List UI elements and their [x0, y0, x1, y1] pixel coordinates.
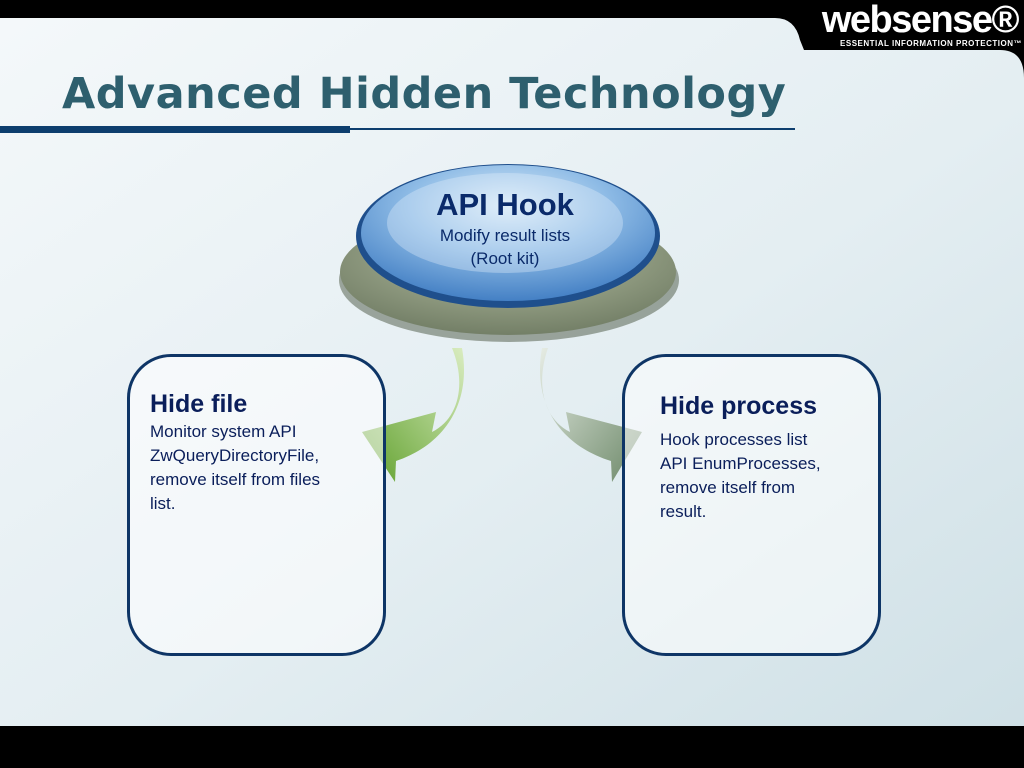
hide-process-box: Hide process Hook processes list API Enu… [622, 354, 881, 656]
left-arrow-icon [362, 348, 465, 482]
logo-wordmark: websense® [821, 0, 1020, 41]
api-hook-label: API Hook Modify result lists (Root kit) [380, 186, 630, 270]
api-hook-line-2: (Root kit) [470, 249, 540, 268]
right-arrow-icon [539, 348, 642, 482]
websense-logo: websense® ESSENTIAL INFORMATION PROTECTI… [794, 0, 1024, 52]
hide-file-box: Hide file Monitor system API ZwQueryDire… [127, 354, 386, 656]
hide-process-title: Hide process [660, 392, 818, 420]
api-hook-title: API Hook [436, 187, 574, 222]
hide-process-text: Hook processes list API EnumProcesses, r… [660, 430, 821, 521]
logo-tagline: ESSENTIAL INFORMATION PROTECTION™ [840, 39, 1022, 48]
hide-file-text: Monitor system API ZwQueryDirectoryFile,… [150, 422, 321, 513]
hide-file-title: Hide file [150, 390, 248, 418]
api-hook-line-1: Modify result lists [439, 226, 571, 245]
api-hook-disc [339, 164, 679, 342]
title-underline-thick [0, 126, 350, 133]
slide-title: Advanced Hidden Technology [62, 69, 787, 119]
title-underline-thin [350, 128, 795, 130]
